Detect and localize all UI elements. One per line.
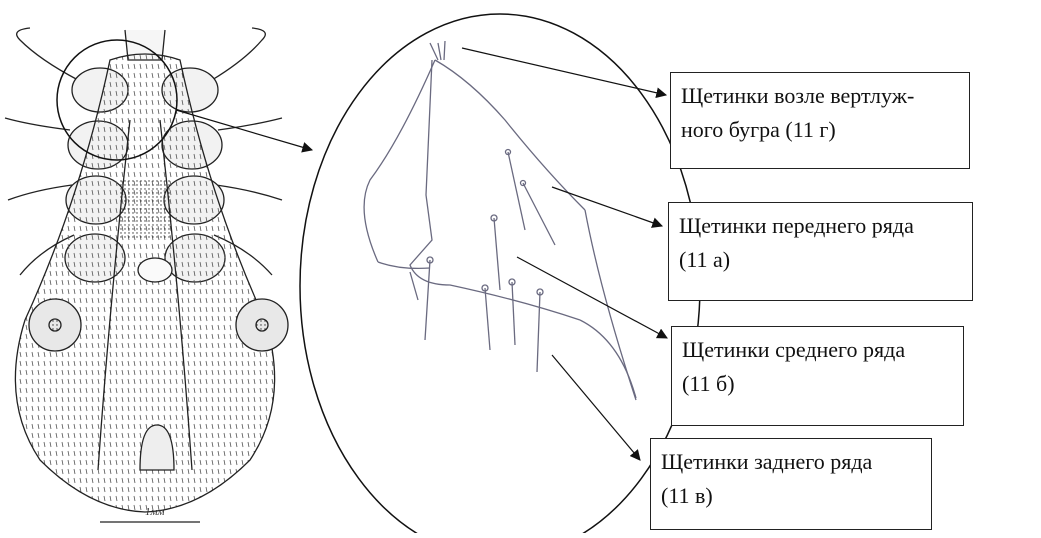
magnified-view [300, 14, 700, 533]
tick-ventral-illustration [5, 28, 288, 522]
label-box-anterior-row: Щетинки переднего ряда (11 а) [668, 202, 973, 301]
label-line: Щетинки среднего ряда [682, 333, 953, 367]
label-line: (11 б) [682, 367, 953, 401]
label-line: Щетинки возле вертлуж- [681, 79, 959, 113]
label-line: (11 а) [679, 243, 962, 277]
label-line: Щетинки заднего ряда [661, 445, 921, 479]
scale-label: 1мм [145, 506, 165, 518]
label-box-posterior-row: Щетинки заднего ряда (11 в) [650, 438, 932, 530]
label-box-middle-row: Щетинки среднего ряда (11 б) [671, 326, 964, 426]
label-box-acetabular-setae: Щетинки возле вертлуж- ного бугра (11 г) [670, 72, 970, 169]
label-line: Щетинки переднего ряда [679, 209, 962, 243]
label-line: ного бугра (11 г) [681, 113, 959, 147]
label-line: (11 в) [661, 479, 921, 513]
